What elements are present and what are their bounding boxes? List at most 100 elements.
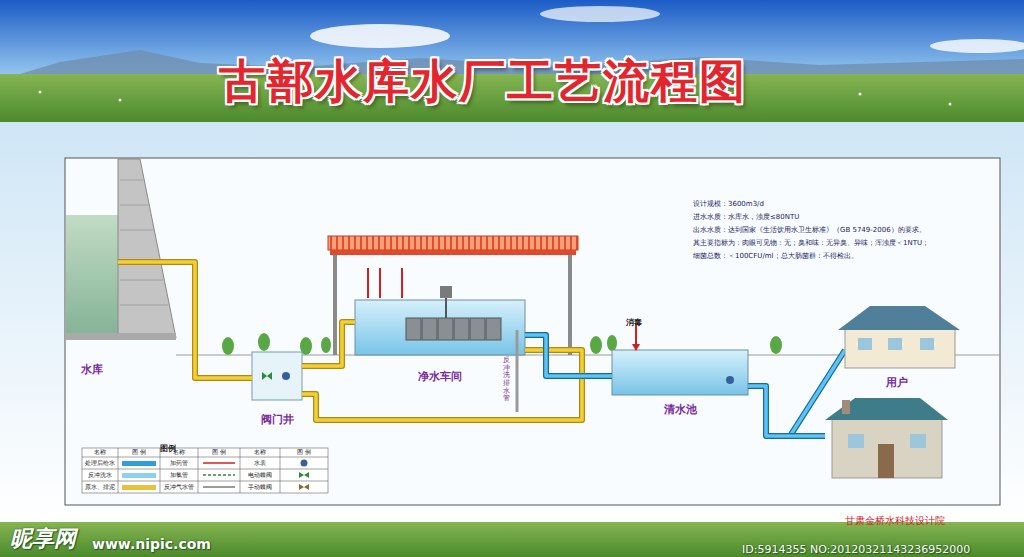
lower-house (832, 418, 942, 478)
bushes (258, 333, 270, 351)
pipe-connector (525, 335, 612, 376)
node-label: 用户 (886, 376, 908, 389)
legend-entry: 水表 (240, 457, 280, 469)
dosing-pipes (367, 268, 369, 298)
legend-text: 加氯管 (170, 471, 188, 480)
spec-text: 其主要指标为：肉眼可见物：无；臭和味：无异臭、异味；浑浊度＜1NTU； (693, 239, 929, 247)
filter-blocks (486, 318, 501, 340)
pipe-fill (525, 335, 612, 376)
dosing-label-holder: 消毒 (626, 310, 642, 329)
legend-line-samples (203, 486, 235, 488)
dam-stones (120, 180, 143, 181)
upper-house (888, 338, 902, 350)
cloud (930, 39, 1024, 53)
watermark-holder: www.nipic.com (92, 534, 211, 553)
bushes (222, 337, 234, 355)
filter-blocks (406, 318, 421, 340)
node-label: 清水池 (664, 403, 697, 416)
pipe-fill (118, 262, 252, 378)
reservoir-bed (66, 333, 176, 340)
legend-table (82, 457, 328, 458)
bushes (607, 335, 617, 351)
panel (0, 122, 1024, 522)
watermark: 昵享网 (10, 526, 76, 551)
table-header: 名称 (173, 449, 185, 456)
spec-text: 设计规模：3600m3/d (693, 200, 764, 208)
upper-house (845, 328, 955, 368)
clear-tank (612, 350, 748, 395)
pipe-connector (748, 386, 825, 436)
upper-house (838, 306, 960, 330)
legend-text: 手动蝶阀 (248, 483, 272, 492)
legend-entry: 原水、排泥 (82, 481, 118, 493)
legend-table (82, 448, 328, 493)
upper-house (858, 338, 872, 350)
bushes (770, 336, 782, 354)
legend-text: 反冲洗水 (88, 471, 112, 480)
table-header-holder: 名称 (82, 448, 118, 457)
legend-table (82, 448, 328, 493)
legend-text: 水表 (254, 459, 266, 468)
pipe-label-holder: 反冲洗排水管 (503, 357, 510, 403)
dam (118, 159, 176, 338)
legend-text: 电动蝶阀 (248, 471, 272, 480)
meter-symbol (282, 372, 290, 380)
sheep (39, 91, 42, 94)
legend-table (82, 469, 328, 470)
legend-table (198, 448, 199, 493)
table-header: 名称 (94, 449, 106, 456)
pipe-connector (118, 262, 252, 378)
pipe-outline (302, 350, 582, 420)
sheep (119, 99, 122, 102)
lower-house (842, 400, 850, 414)
filter-blocks (470, 318, 485, 340)
dam-stones (120, 305, 168, 306)
legend-entry: 处理后给水 (82, 457, 118, 469)
pipe-fill (748, 386, 825, 436)
dosing-label: 消毒 (626, 318, 642, 327)
dam-stones (120, 180, 168, 305)
spec-text-holder: 设计规模：3600m3/d (693, 191, 764, 210)
pipe-connector (302, 322, 355, 366)
bushes (590, 336, 602, 354)
backwash-pipe (516, 330, 519, 412)
legend-line-samples (203, 474, 235, 476)
legend-table (118, 448, 119, 493)
bushes (321, 337, 331, 353)
legend-swatch (122, 473, 156, 478)
workshop-post (333, 250, 337, 355)
sheep (949, 103, 952, 106)
legend-entry: 加氯管 (160, 469, 198, 481)
valve-well: 阀门井 (252, 352, 302, 428)
frame (65, 158, 1000, 505)
designer-name-holder: 甘肃金桥水科技设计院 (845, 509, 945, 528)
workshop-roof (328, 236, 578, 250)
legend-entry: 手动蝶阀 (240, 481, 280, 493)
table-header: 图 例 (132, 449, 146, 456)
spec-text: 出水水质：达到国家《生活饮用水卫生标准》（GB 5749-2006）的要求。 (693, 226, 926, 234)
legend-line-samples (203, 463, 235, 487)
valve-well (252, 352, 302, 400)
dosing-pipes (368, 268, 402, 298)
dam-stones (120, 280, 163, 281)
legend-line-samples (203, 462, 235, 464)
mixer (440, 286, 452, 298)
legend-text: 反冲气水管 (164, 483, 194, 492)
watermark: www.nipic.com (92, 536, 211, 552)
treatment-tank (355, 300, 525, 355)
table-header-holder: 图 例 (198, 448, 240, 457)
sheep (859, 93, 862, 96)
workshop-post (568, 250, 572, 355)
legend-text: 处理后给水 (85, 459, 115, 468)
upper-house (838, 306, 960, 368)
legend-table (82, 481, 328, 482)
dam-stones (120, 230, 153, 231)
table-header: 图 例 (212, 449, 226, 456)
title-holder: 古鄯水库水厂工艺流程图 (0, 58, 966, 104)
pipe-connector (302, 350, 582, 420)
lower-house (848, 434, 864, 448)
cloud (540, 6, 660, 22)
pipe-outline (748, 386, 825, 436)
disinfect-arrow (632, 344, 640, 351)
